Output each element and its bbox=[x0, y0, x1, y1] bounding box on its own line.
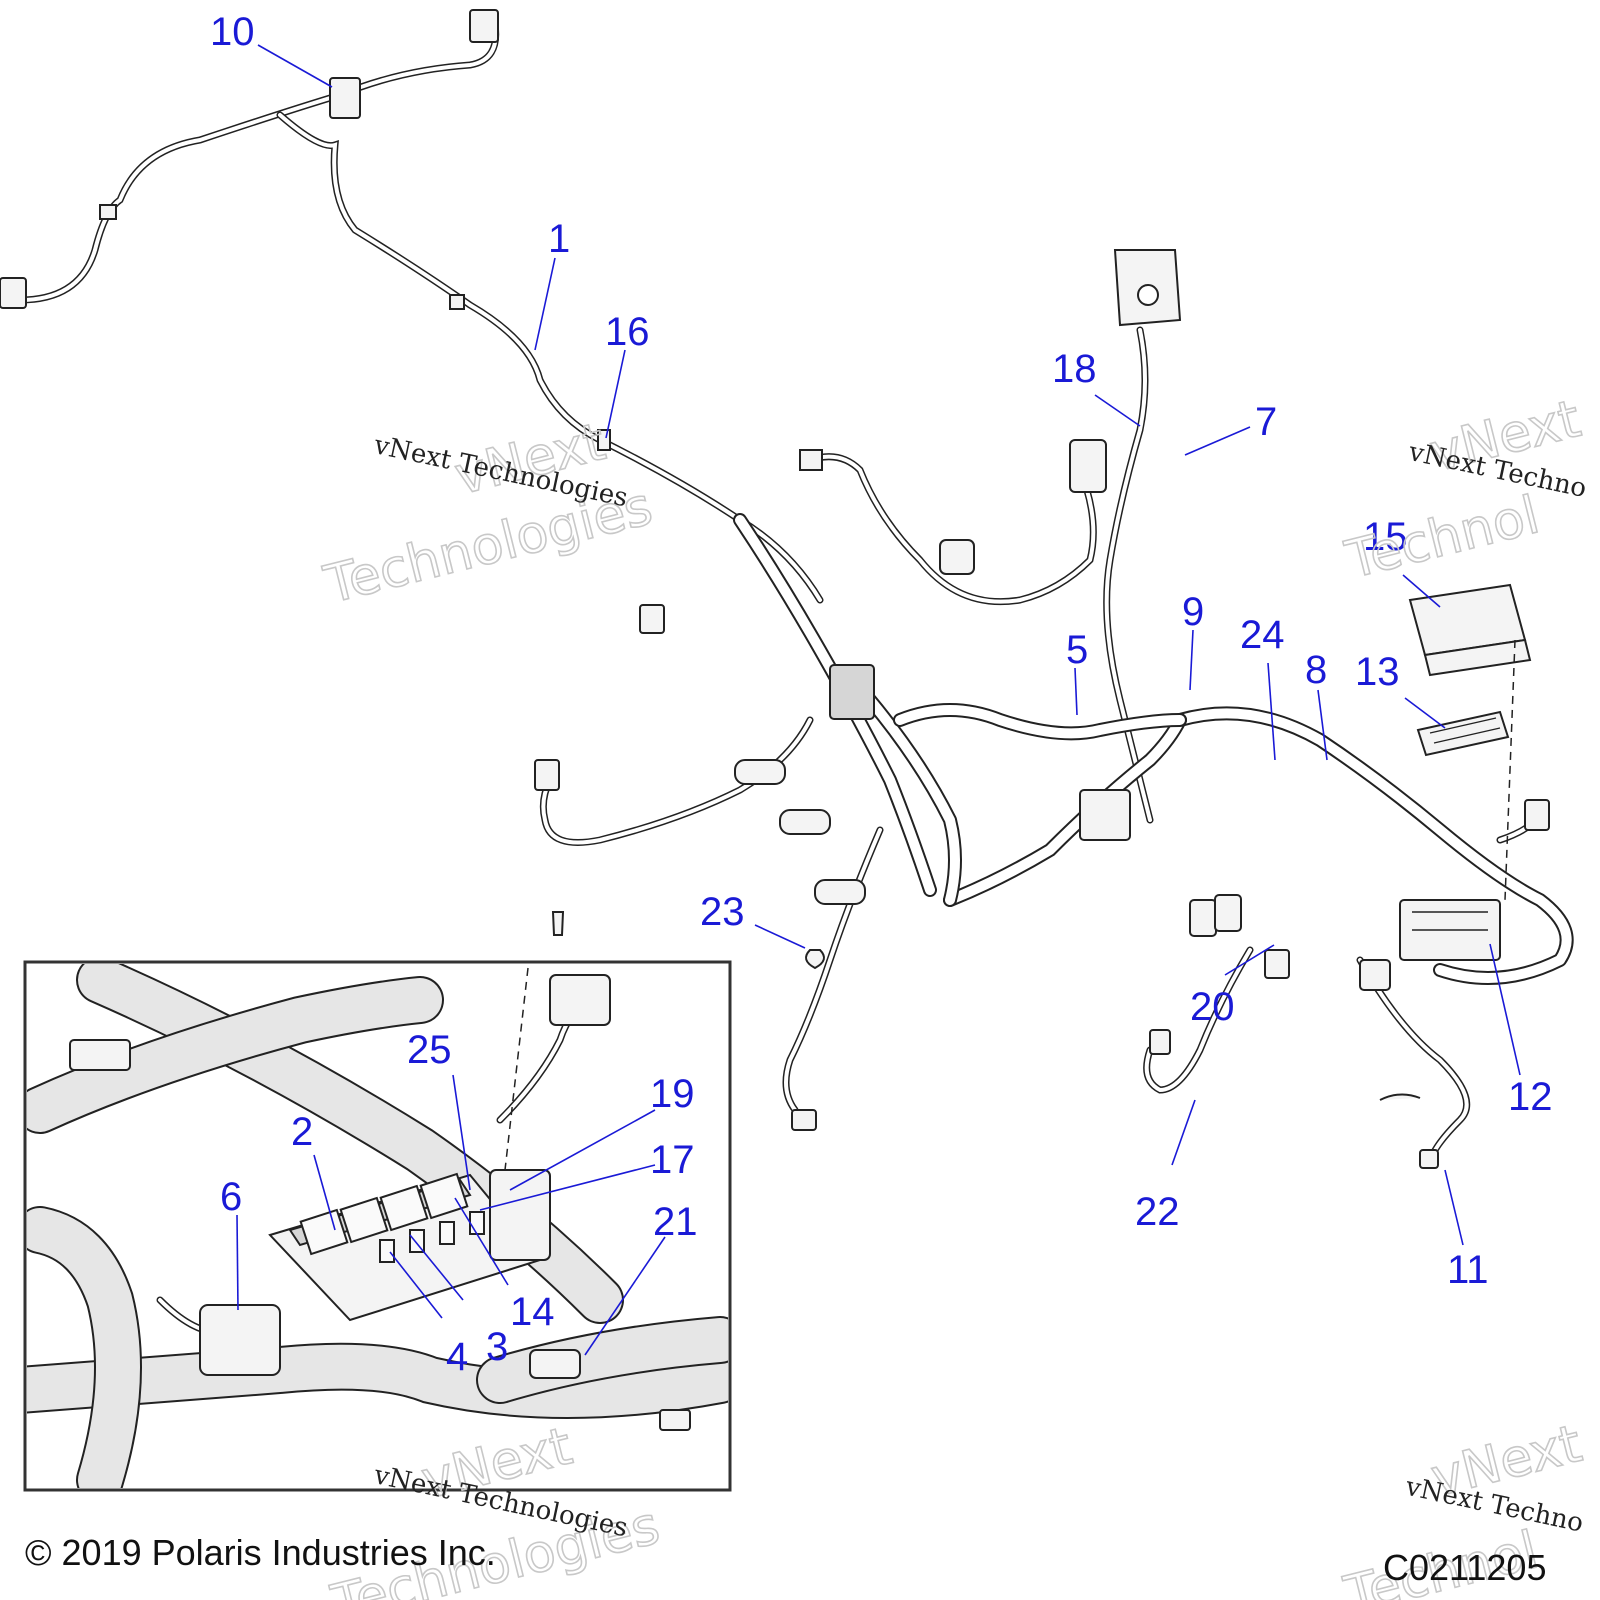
callout-10: 10 bbox=[210, 10, 255, 54]
label-decal-item-13 bbox=[1416, 710, 1510, 757]
callout-11: 11 bbox=[1447, 1248, 1489, 1292]
figure-id: C0211205 bbox=[1383, 1547, 1546, 1588]
callout-22: 22 bbox=[1135, 1190, 1180, 1234]
callout-8: 8 bbox=[1305, 648, 1327, 692]
callout-5: 5 bbox=[1066, 628, 1088, 672]
connector-item-6 bbox=[199, 1304, 281, 1376]
callout-13: 13 bbox=[1355, 650, 1400, 694]
callout-17: 17 bbox=[650, 1138, 695, 1182]
leader-lines bbox=[257, 44, 1521, 1246]
callout-25: 25 bbox=[407, 1028, 452, 1072]
inset-detail-view bbox=[23, 960, 732, 1492]
callout-24: 24 bbox=[1240, 613, 1285, 657]
callout-16: 16 bbox=[605, 310, 650, 354]
cover-alignment-dash bbox=[1504, 639, 1516, 901]
callout-labels: 10 1 16 18 7 15 9 24 5 8 13 23 20 12 22 … bbox=[210, 10, 1553, 1379]
callout-6: 6 bbox=[220, 1175, 242, 1219]
connector-item-21 bbox=[529, 1349, 581, 1379]
svg-text:Technol: Technol bbox=[1340, 485, 1545, 591]
steering-sensor-branch bbox=[799, 249, 1182, 824]
callout-2: 2 bbox=[291, 1110, 313, 1154]
main-harness bbox=[534, 513, 1574, 1169]
callout-23: 23 bbox=[700, 890, 745, 934]
callout-14: 14 bbox=[510, 1290, 555, 1334]
callout-21: 21 bbox=[653, 1200, 698, 1244]
watermark-top-right: vNext Technol vNext Techno bbox=[1339, 388, 1589, 591]
copyright-text: © 2019 Polaris Industries Inc. bbox=[25, 1532, 496, 1573]
callout-19: 19 bbox=[650, 1072, 695, 1116]
callout-12: 12 bbox=[1508, 1075, 1553, 1119]
callout-9: 9 bbox=[1182, 590, 1204, 634]
callout-20: 20 bbox=[1190, 985, 1235, 1029]
callout-1: 1 bbox=[548, 217, 570, 261]
fuse-cover-item-15 bbox=[1408, 583, 1532, 677]
callout-18: 18 bbox=[1052, 347, 1097, 391]
callout-7: 7 bbox=[1255, 400, 1277, 444]
upper-harness-branch bbox=[0, 9, 824, 604]
callout-4: 4 bbox=[446, 1335, 468, 1379]
callout-3: 3 bbox=[486, 1325, 508, 1369]
callout-15: 15 bbox=[1363, 515, 1408, 559]
